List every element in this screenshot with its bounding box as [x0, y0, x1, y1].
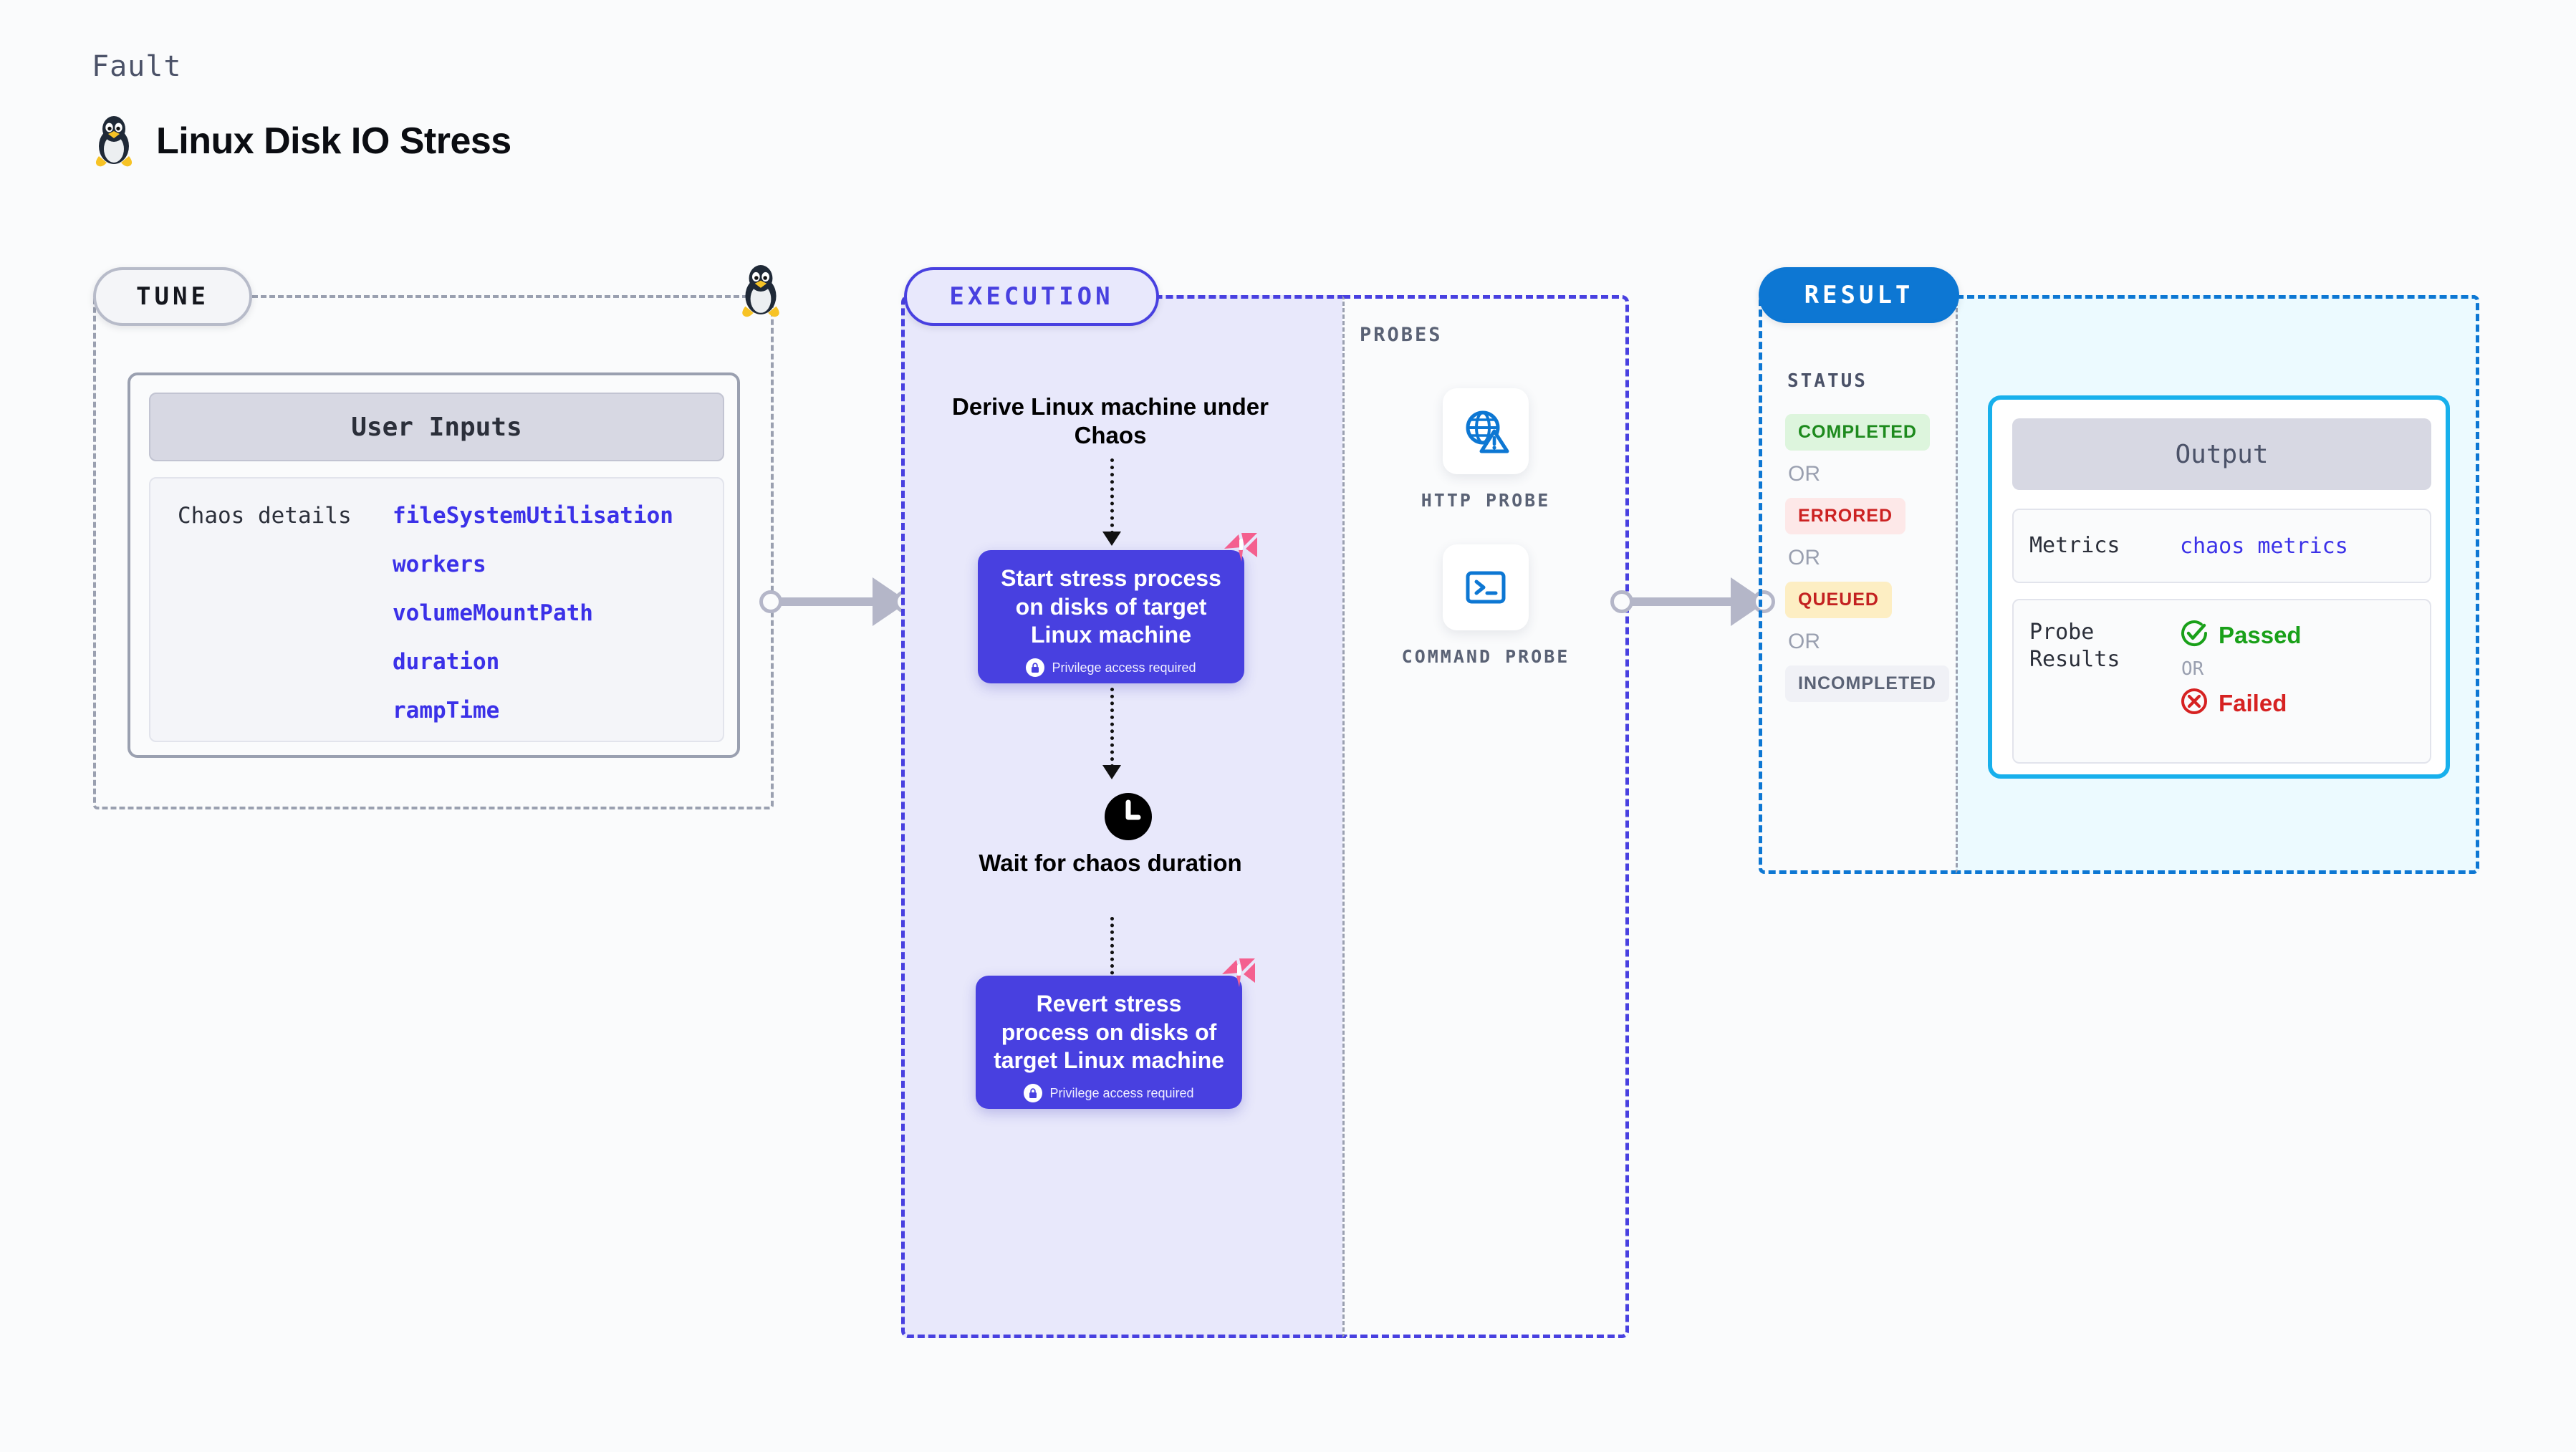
chaos-details-values: fileSystemUtilisation workers volumeMoun… [393, 503, 673, 741]
input-param[interactable]: duration [393, 649, 500, 675]
execution-pill[interactable]: EXECUTION [904, 267, 1159, 326]
metrics-key: Metrics [2029, 532, 2120, 558]
linux-tux-icon [92, 115, 136, 168]
revert-privilege-note: Privilege access required [1049, 1085, 1194, 1100]
check-circle-icon [2180, 619, 2209, 651]
connector-tune-to-execution [759, 573, 917, 630]
metrics-value[interactable]: chaos metrics [2180, 533, 2348, 559]
passed-label: Passed [2219, 621, 2302, 648]
probe-label-command: COMMAND PROBE [1401, 646, 1570, 667]
input-param[interactable]: workers [393, 552, 486, 577]
probes-label: PROBES [1360, 324, 1443, 346]
input-param[interactable]: fileSystemUtilisation [393, 503, 673, 529]
input-param[interactable]: rampTime [393, 698, 500, 723]
tune-pill[interactable]: TUNE [93, 267, 252, 326]
litmus-logo-icon [1220, 529, 1261, 574]
probe-result-or: OR [2181, 658, 2204, 680]
lock-icon [1024, 1084, 1043, 1103]
status-or: OR [1788, 630, 1820, 653]
flow-arrow-head [1102, 765, 1121, 779]
status-or: OR [1788, 546, 1820, 569]
start-stress-step[interactable]: Start stress process on disks of target … [978, 533, 1257, 683]
user-inputs-title: User Inputs [149, 393, 724, 461]
flow-arrow-line [1110, 688, 1114, 768]
status-list: COMPLETED OR ERRORED OR QUEUED OR INCOMP… [1785, 414, 1957, 702]
probe-result-passed: Passed [2180, 619, 2302, 651]
revert-stress-label: Revert stress process on disks of target… [994, 991, 1224, 1074]
probe-results-values: Passed OR Failed [2180, 619, 2302, 744]
output-title: Output [2012, 418, 2431, 490]
status-badge-completed: COMPLETED [1785, 414, 1930, 451]
wait-step-label: Wait for chaos duration [979, 850, 1242, 876]
status-badge-queued: QUEUED [1785, 582, 1892, 618]
x-circle-icon [2180, 687, 2209, 719]
page-kicker: Fault [92, 50, 182, 83]
input-param[interactable]: volumeMountPath [393, 600, 593, 626]
tune-linux-tux-icon [738, 264, 784, 322]
user-inputs-card: User Inputs Chaos details fileSystemUtil… [128, 372, 740, 758]
output-probe-results-row: Probe Results Passed OR [2012, 599, 2431, 764]
status-badge-errored: ERRORED [1785, 498, 1906, 534]
connector-execution-to-result [1610, 573, 1775, 630]
start-privilege-note-row: Privilege access required [994, 658, 1229, 678]
derive-step-label: Derive Linux machine under Chaos [952, 393, 1269, 449]
terminal-icon [1443, 544, 1529, 630]
lock-icon [1026, 658, 1045, 678]
revert-stress-step[interactable]: Revert stress process on disks of target… [976, 958, 1255, 1109]
probe-result-failed: Failed [2180, 687, 2302, 719]
flow-arrow-line [1110, 458, 1114, 534]
probe-results-key: Probe Results [2029, 620, 2120, 673]
page-title: Linux Disk IO Stress [156, 120, 511, 162]
user-inputs-body: Chaos details fileSystemUtilisation work… [149, 477, 724, 742]
flow-arrow-line [1110, 917, 1114, 981]
flow-arrow-head [1102, 532, 1121, 546]
clock-icon [1103, 792, 1153, 845]
start-stress-label: Start stress process on disks of target … [1001, 565, 1221, 648]
litmus-logo-icon [1218, 954, 1259, 999]
result-pill[interactable]: RESULT [1759, 267, 1959, 323]
globe-warning-icon [1443, 388, 1529, 474]
chaos-details-key: Chaos details [178, 503, 352, 529]
start-privilege-note: Privilege access required [1052, 660, 1196, 675]
failed-label: Failed [2219, 689, 2287, 716]
status-badge-incompleted: INCOMPLETED [1785, 665, 1949, 702]
output-metrics-row: Metrics chaos metrics [2012, 509, 2431, 583]
output-card: Output Metrics chaos metrics Probe Resul… [1988, 395, 2450, 779]
probe-label-http: HTTP PROBE [1421, 490, 1551, 511]
status-label: STATUS [1787, 370, 1868, 392]
probe-item-command[interactable]: COMMAND PROBE [1393, 544, 1579, 669]
tune-panel [93, 295, 774, 809]
status-or: OR [1788, 462, 1820, 486]
probe-item-http[interactable]: HTTP PROBE [1393, 388, 1579, 513]
revert-privilege-note-row: Privilege access required [991, 1084, 1226, 1103]
page-title-row: Linux Disk IO Stress [92, 115, 511, 168]
